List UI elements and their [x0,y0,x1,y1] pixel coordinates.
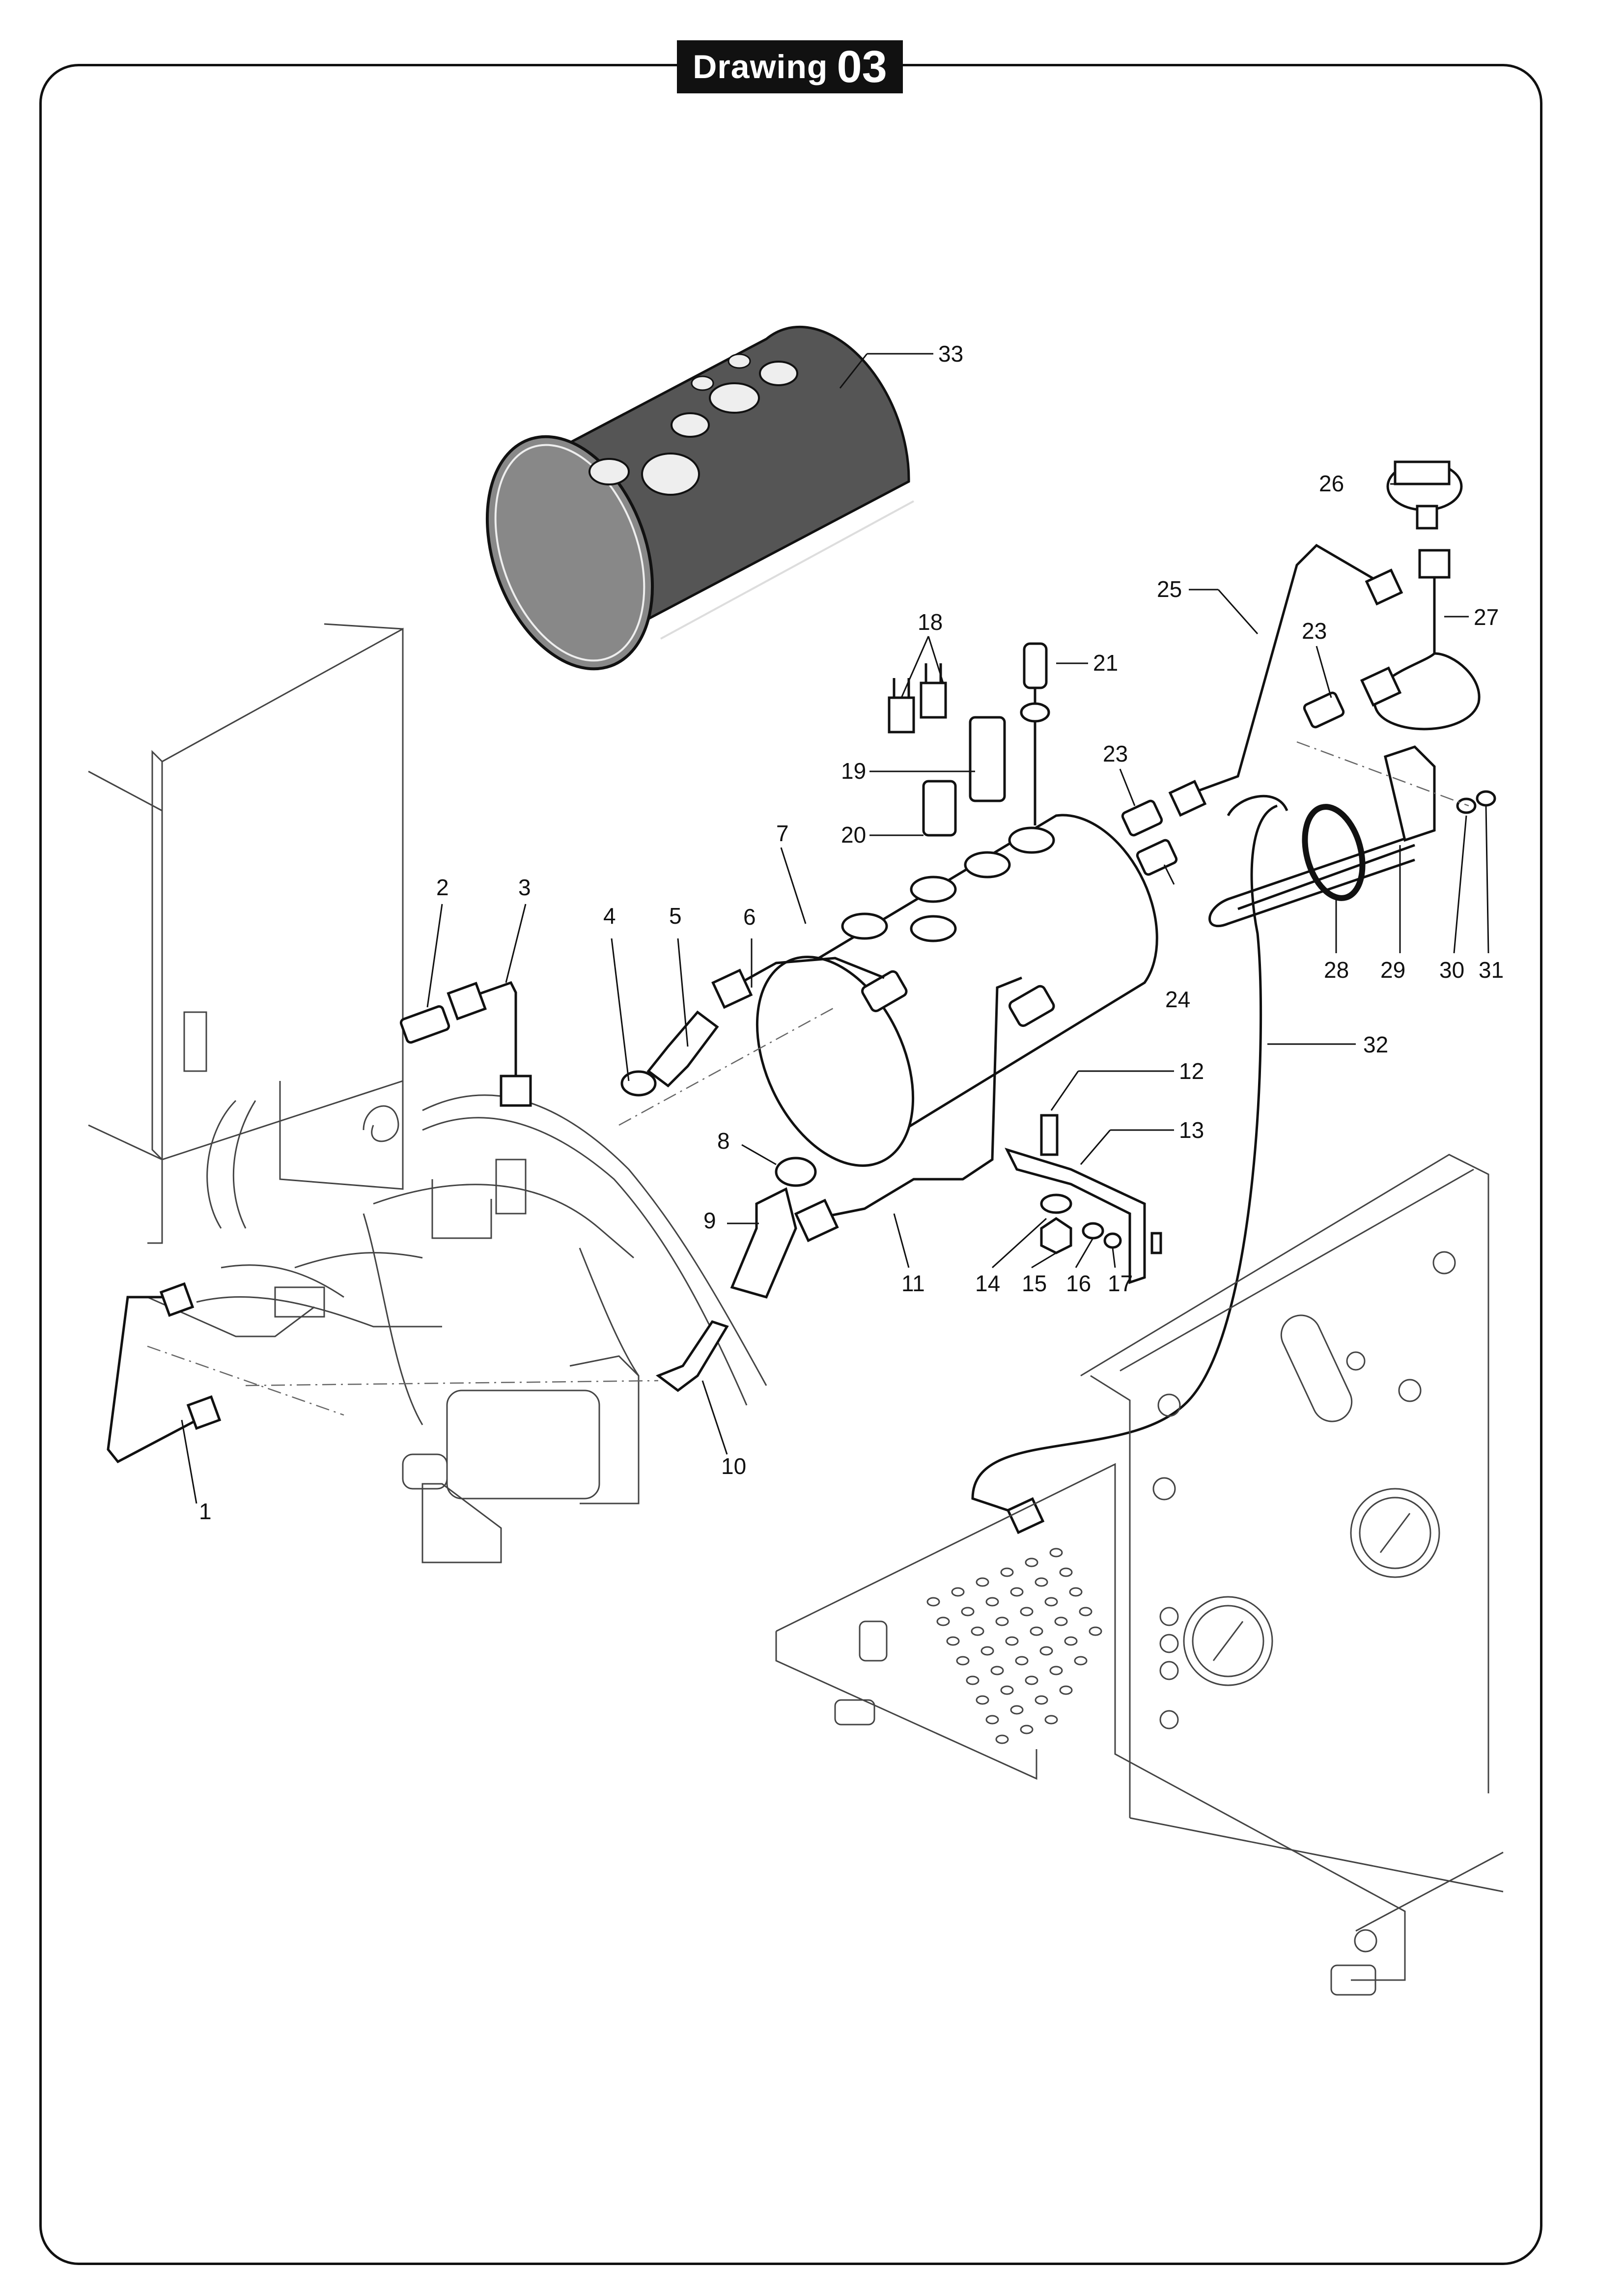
callout-4: 4 [603,903,616,929]
callout-11: 11 [901,1271,925,1296]
washer-17 [1103,1232,1122,1249]
callout-17: 17 [1108,1271,1133,1296]
heating-element-29 [1208,745,1436,928]
fitting-9 [730,1187,797,1299]
washer-16 [1082,1222,1104,1240]
callout-7: 7 [776,821,789,846]
callout-13: 13 [1179,1117,1204,1143]
callout-labels: 1 2 3 4 5 6 7 8 9 10 11 12 13 14 15 16 1… [199,341,1504,1524]
nut-15 [1040,1217,1072,1254]
callout-14: 14 [975,1271,1000,1296]
seal-4 [620,1070,657,1097]
callout-19: 19 [841,758,866,784]
pressure-switch-26 [1386,460,1463,530]
fitting-24 [1136,839,1178,876]
gasket-28 [1302,804,1366,901]
callout-23-upper: 23 [1302,618,1327,644]
probe-21 [1020,642,1050,825]
seal-8 [775,1157,817,1187]
pipe-6 [711,957,885,1009]
thermostats-18 [888,663,947,734]
tube-32 [971,794,1288,1534]
pipe-25 [1168,543,1403,817]
assembly-axis-lines [147,741,1469,1416]
callout-31: 31 [1479,957,1504,983]
callout-28: 28 [1324,957,1349,983]
callout-15: 15 [1022,1271,1047,1296]
elbow-5 [646,1010,719,1088]
callout-32: 32 [1363,1032,1388,1057]
callout-33: 33 [938,341,963,367]
boiler [756,814,1158,1167]
valve-20 [922,780,957,837]
callout-3: 3 [518,875,531,900]
callout-16: 16 [1066,1271,1091,1296]
callout-27: 27 [1474,604,1499,630]
drawing-title-word: Drawing [693,48,828,85]
pump-assembly [147,1094,767,1563]
callout-29: 29 [1380,957,1405,983]
pipe-27 [1360,549,1481,731]
leader-lines [181,353,1489,1504]
callout-8: 8 [717,1128,730,1154]
nut-31 [1476,790,1496,807]
callout-9: 9 [703,1208,716,1233]
callout-18: 18 [918,609,943,635]
drawing-title-number: 03 [837,41,887,92]
washer-30 [1456,797,1477,814]
callout-2: 2 [436,875,449,900]
callout-10: 10 [721,1453,746,1479]
bracket-13 [1005,1147,1162,1284]
callout-24: 24 [1165,987,1190,1012]
callout-12: 12 [1179,1058,1204,1084]
callout-21: 21 [1093,650,1118,676]
fitting-2 [399,1005,450,1044]
fitting-23-lower [1121,799,1163,837]
drawing-title-badge: Drawing 03 [677,40,903,93]
valve-10 [655,1320,729,1392]
callout-26: 26 [1319,471,1344,496]
callout-1: 1 [199,1499,212,1524]
stud-12 [1040,1114,1059,1156]
callout-20: 20 [841,822,866,848]
valve-19 [969,716,1006,802]
washer-14 [1040,1193,1072,1214]
insulation-sleeve [485,325,914,671]
callout-25: 25 [1157,576,1182,602]
drip-tray-holes [926,1548,1102,1744]
callout-6: 6 [743,904,756,930]
machine-chassis [775,1154,1504,1996]
pipe-11 [794,976,1022,1243]
side-panel [88,623,404,1244]
callout-30: 30 [1439,957,1464,983]
callout-5: 5 [669,903,682,929]
pipe-3 [447,981,532,1107]
callout-23-lower: 23 [1103,741,1128,766]
fitting-23-upper [1303,691,1345,729]
pipe-1 [107,1282,222,1464]
